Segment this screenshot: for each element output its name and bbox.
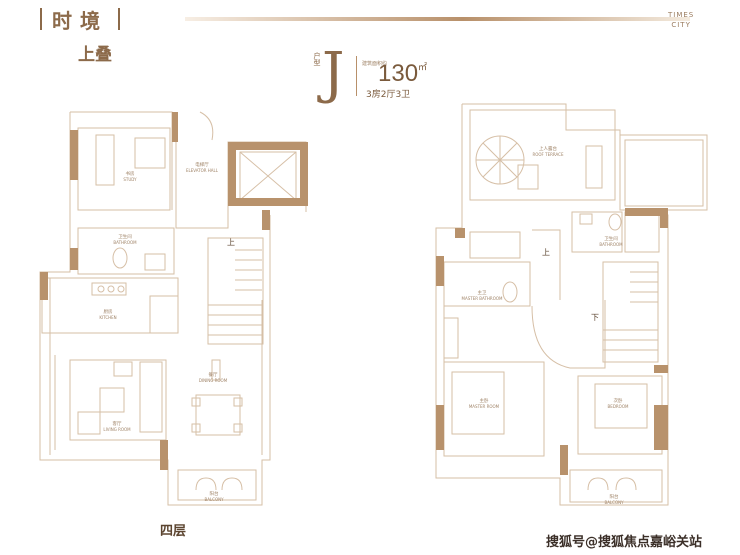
burner <box>107 285 115 293</box>
label-study-en: STUDY <box>123 177 137 182</box>
side-table <box>113 361 133 377</box>
master-room <box>443 361 545 457</box>
label-master-bathroom: 主卫 <box>478 289 487 296</box>
label-bathroom-right: 卫生间 <box>604 235 618 242</box>
armchair <box>77 411 101 435</box>
label-kitchen: 厨房 <box>104 308 113 315</box>
label-living: 客厅 <box>113 420 122 427</box>
balcony-chairs-right <box>587 477 637 491</box>
elevator-door-swing <box>199 111 214 141</box>
label-bedroom-en: BEDROOM <box>608 404 629 409</box>
label-balcony-left-en: BALCONY <box>204 497 224 502</box>
sunbed <box>585 145 603 189</box>
sideboard <box>211 359 221 381</box>
label-master-bathroom-en: MASTER BATHROOM <box>462 296 503 301</box>
area-caption: 建筑面积约 <box>362 61 388 67</box>
stair-down-right: 下 <box>591 313 599 322</box>
area-unit: ㎡ <box>418 62 428 72</box>
label-master-room-en: MASTER ROOM <box>469 404 500 409</box>
stairs-right <box>602 261 659 363</box>
dining-table <box>195 394 241 436</box>
bedroom <box>577 375 663 455</box>
unit-letter: J <box>322 41 345 106</box>
shower <box>469 231 521 259</box>
unit-layout: 3房2厅3卫 <box>366 90 411 100</box>
label-elevator-hall-en: ELEVATOR HALL <box>186 168 219 173</box>
coffee-table <box>99 387 125 413</box>
label-bathroom-left: 卫生间 <box>118 233 132 240</box>
label-study: 书房 <box>126 170 135 177</box>
stairs-left <box>207 237 264 345</box>
left-floor-plan <box>39 111 307 506</box>
right-floor-plan <box>435 103 708 506</box>
area-value: 130㎡ <box>378 60 427 88</box>
label-master-room: 主卧 <box>480 397 489 404</box>
burner <box>97 285 105 293</box>
elevator-cross <box>239 151 297 201</box>
toilet-right <box>608 213 622 231</box>
bathroom-right <box>571 211 623 253</box>
unit-divider <box>356 56 357 96</box>
label-roof-terrace: 上人露台 <box>539 145 557 152</box>
sofa <box>139 361 163 433</box>
label-dining-en: DINING ROOM <box>199 378 228 383</box>
counter <box>149 295 179 334</box>
stove <box>91 282 127 296</box>
subtitle: 上叠 <box>78 45 112 65</box>
stair-up-left: 上 <box>227 238 235 247</box>
dining-chair <box>233 423 243 433</box>
floor-label: 四层 <box>160 524 187 539</box>
balcony-left <box>177 469 257 501</box>
label-bedroom: 次卧 <box>614 397 623 404</box>
basin-left <box>144 253 166 271</box>
balcony-right <box>569 469 663 503</box>
corridor <box>531 229 606 369</box>
watermark: 搜狐号@搜狐焦点嘉峪关站 <box>546 535 703 550</box>
study-desk <box>95 134 115 186</box>
label-elevator-hall: 电梯厅 <box>195 161 209 168</box>
wall-accents <box>40 112 668 475</box>
study-room <box>77 127 171 211</box>
bed <box>594 383 648 429</box>
stair-up-right: 上 <box>542 248 550 257</box>
toilet-master <box>502 281 518 303</box>
label-balcony-right: 阳台 <box>610 493 619 500</box>
dining-chair <box>233 397 243 407</box>
label-roof-terrace-en: ROOF TERRACE <box>532 152 563 157</box>
roof-terrace <box>469 109 616 201</box>
header: 时境 <box>40 6 120 33</box>
master-bed <box>451 371 505 435</box>
page-title: 时境 <box>52 8 108 33</box>
toilet-left <box>112 247 128 269</box>
basin-right <box>579 213 593 225</box>
label-bathroom-right-en: BATHROOM <box>599 242 623 247</box>
brand-logo: TIMES CITY <box>668 10 694 30</box>
lounge-chair <box>517 164 539 190</box>
balcony-chairs <box>195 477 243 491</box>
title-bar-right <box>118 8 120 30</box>
label-kitchen-en: KITCHEN <box>99 315 116 320</box>
terrace-box <box>624 139 704 207</box>
label-living-en: LIVING ROOM <box>103 427 131 432</box>
label-balcony-right-en: BALCONY <box>604 500 624 505</box>
living-room <box>69 359 167 441</box>
unit-type-label: 户型 <box>313 52 321 66</box>
wardrobe <box>443 317 459 359</box>
brand-line-2: CITY <box>671 21 691 29</box>
brand-line-1: TIMES <box>668 11 695 19</box>
label-bathroom-left-en: BATHROOM <box>113 240 137 245</box>
area-number: 130 <box>378 60 419 87</box>
label-balcony-left: 阳台 <box>210 490 219 497</box>
title-bar-left <box>40 8 42 30</box>
burner <box>117 285 125 293</box>
dining-chair <box>191 423 201 433</box>
label-dining: 餐厅 <box>209 371 218 378</box>
parasol-ribs <box>476 136 524 184</box>
dining-chair <box>191 397 201 407</box>
study-chair <box>134 137 166 169</box>
top-rule <box>185 17 690 21</box>
bathroom-right-b <box>624 211 660 253</box>
